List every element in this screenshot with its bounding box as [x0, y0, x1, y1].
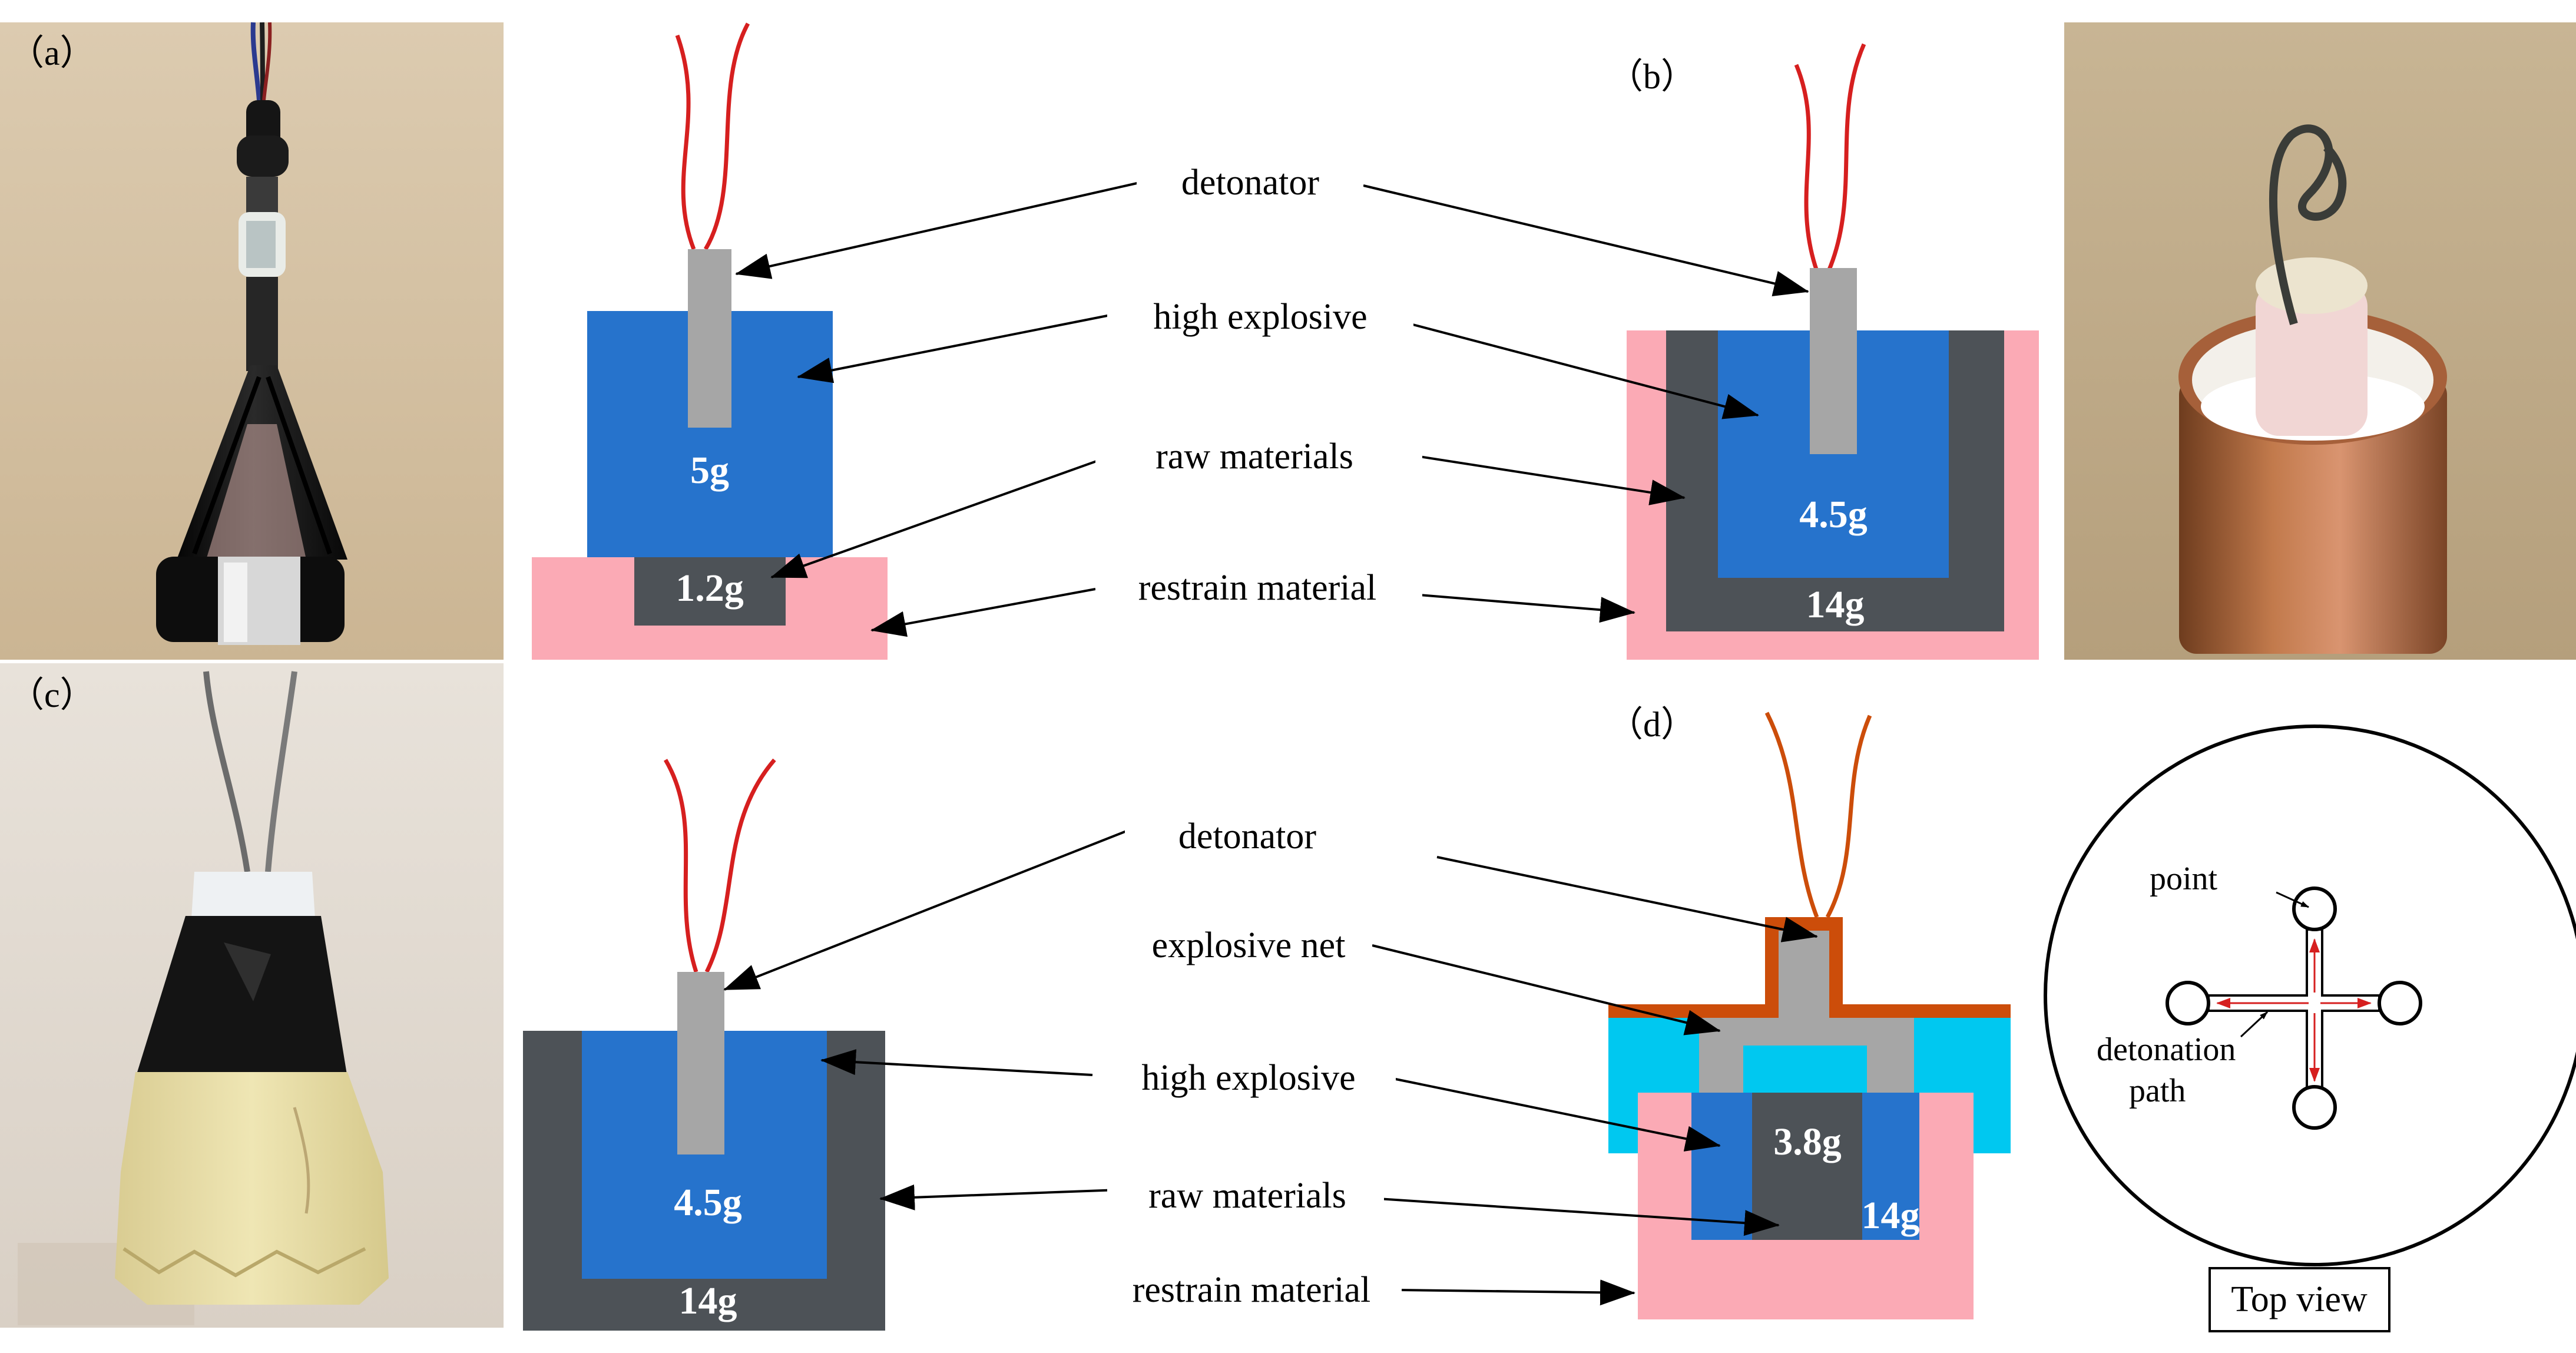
panel-label-b: （b） [1608, 57, 1696, 96]
c-detonator [677, 972, 724, 1154]
label-high-explosive-bottom: high explosive [1141, 1058, 1355, 1098]
c-raw-mass: 14g [679, 1279, 737, 1322]
label-detonator-bottom: detonator [1178, 816, 1316, 856]
photo-a [0, 22, 504, 660]
panel-label-c: （c） [9, 676, 95, 714]
a-detonator [688, 249, 731, 428]
d-explosive-net-cover [1608, 917, 2011, 1018]
leader-arrows-top [735, 181, 1809, 637]
label-raw-materials-bottom: raw materials [1148, 1176, 1346, 1216]
photo-b [2064, 22, 2576, 660]
a-high-mass: 5g [690, 449, 729, 492]
d-high-mass: 3.8g [1773, 1120, 1842, 1163]
top-view: point detonation path Top view [2044, 725, 2576, 1332]
diagram-d: 3.8g 14g [1608, 712, 2011, 1319]
center-labels: detonator high explosive raw materials r… [1095, 156, 1422, 1316]
panel-label-d: （d） [1608, 705, 1696, 744]
label-raw-materials-top: raw materials [1155, 436, 1353, 477]
diagram-a: 5g 1.2g [532, 22, 888, 660]
detonation-path-label-2: path [2129, 1073, 2186, 1109]
top-view-label: Top view [2231, 1279, 2368, 1319]
point-label: point [2150, 861, 2218, 897]
top-view-box [2209, 1267, 2390, 1332]
b-raw-mass: 14g [1806, 583, 1865, 626]
panel-label-a: （a） [9, 34, 95, 72]
c-high-mass: 4.5g [674, 1181, 742, 1224]
label-restrain-material-top: restrain material [1138, 568, 1377, 608]
a-raw-mass: 1.2g [676, 567, 744, 610]
leader-arrows-bottom [723, 829, 1818, 1306]
diagram-b: 4.5g 14g [1627, 43, 2039, 660]
detonation-path-label-1: detonation [2097, 1031, 2236, 1068]
label-detonator-top: detonator [1181, 163, 1319, 203]
b-high-mass: 4.5g [1799, 493, 1868, 536]
b-detonator [1810, 268, 1857, 454]
label-restrain-material-bottom: restrain material [1133, 1270, 1371, 1310]
diagram-c: 4.5g 14g [523, 758, 885, 1331]
label-high-explosive-top: high explosive [1153, 297, 1367, 337]
d-high-explosive [1752, 1093, 1862, 1240]
label-explosive-net: explosive net [1152, 925, 1346, 965]
photo-c [0, 663, 504, 1328]
d-raw-mass: 14g [1862, 1194, 1920, 1237]
a-raw-materials [634, 557, 786, 626]
